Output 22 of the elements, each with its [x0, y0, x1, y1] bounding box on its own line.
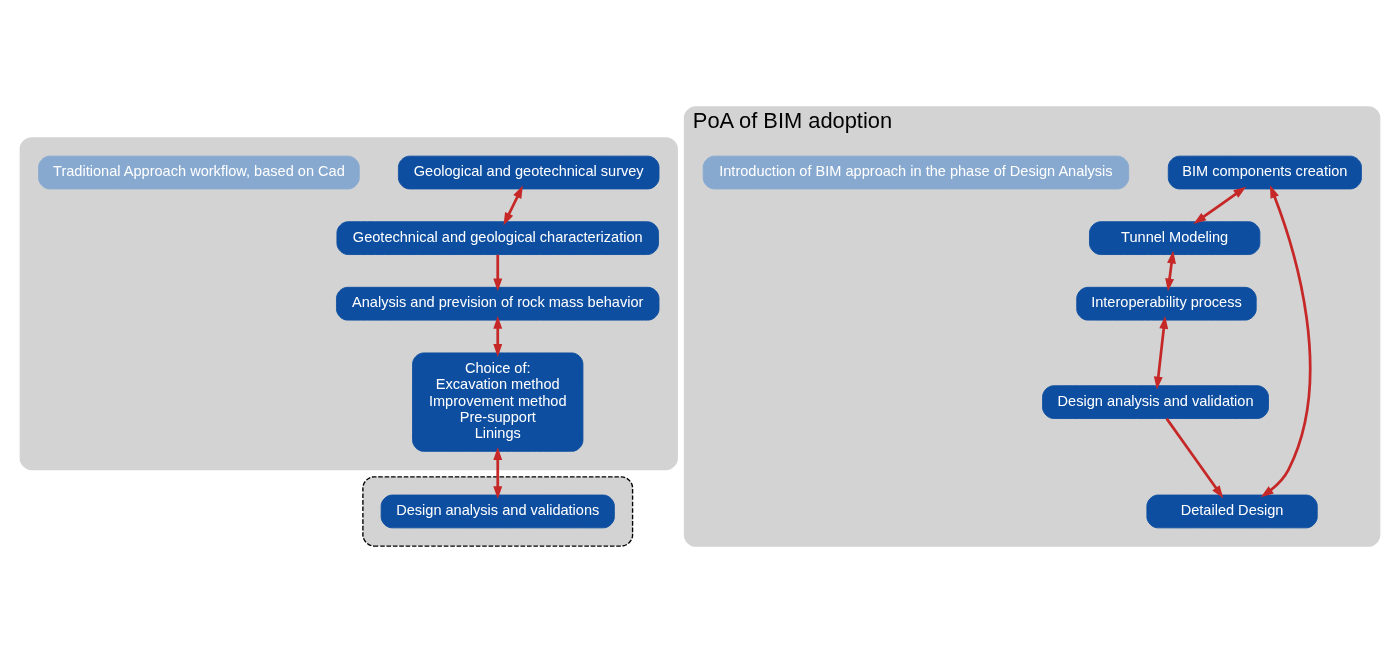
node-box: Tunnel Modeling: [1089, 221, 1261, 255]
node-box: Traditional Approach workflow, based on Cad: [38, 155, 360, 190]
node-box: BIM components creation: [1167, 155, 1362, 190]
arrow: [503, 185, 523, 226]
arrow: [1260, 185, 1312, 498]
arrow: [1153, 316, 1169, 390]
arrow: [1165, 417, 1224, 499]
arrow: [493, 447, 503, 500]
node-box: Introduction of BIM approach in the phase of Design Analysis: [702, 155, 1130, 190]
arrow: [493, 254, 503, 292]
node-box: Interoperability process: [1076, 286, 1257, 321]
cluster: [362, 476, 634, 547]
node-box: Design analysis and validations: [380, 494, 615, 529]
node-box: Detailed Design: [1146, 494, 1318, 529]
node-box: Design analysis and validation: [1042, 385, 1269, 419]
arrow: [493, 316, 503, 357]
node-box: Choice of: Excavation method Improvement method Pre-support Linings: [412, 352, 584, 452]
arrow: [1193, 186, 1247, 224]
node-box: Geological and geotechnical survey: [398, 155, 660, 190]
node-box: Analysis and prevision of rock mass behavior: [336, 286, 660, 321]
cluster: [19, 137, 678, 471]
node-box: Geotechnical and geological characterization: [336, 221, 659, 255]
